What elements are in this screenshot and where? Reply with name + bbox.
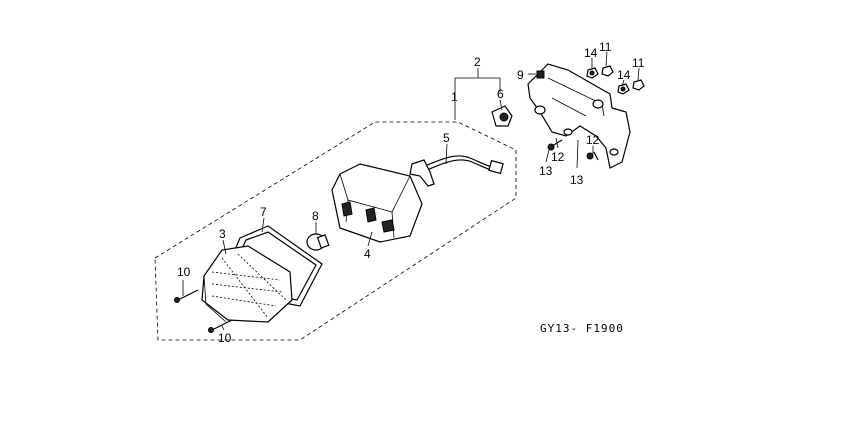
callout-12-left: 12 — [551, 150, 565, 164]
callout-11-left: 11 — [599, 40, 612, 54]
nut-14a — [586, 67, 599, 79]
diagram-code: GY13- F1900 — [540, 322, 624, 335]
callout-9: 9 — [517, 68, 524, 82]
callout-4: 4 — [364, 247, 371, 261]
nut-11b — [632, 79, 645, 91]
callout-5: 5 — [443, 131, 450, 145]
callout-3: 3 — [219, 227, 226, 241]
callout-7: 7 — [260, 205, 267, 219]
callout-8: 8 — [312, 209, 319, 223]
callout-14-right: 14 — [617, 68, 631, 82]
nut-9 — [536, 70, 545, 79]
assembly-boundary — [154, 121, 517, 341]
callout-6: 6 — [497, 87, 504, 101]
nut-11a — [601, 65, 614, 77]
bracket-lines — [454, 68, 501, 120]
callout-13-right: 13 — [570, 173, 584, 187]
callout-14-left: 14 — [584, 46, 598, 60]
mounting-bracket — [527, 63, 631, 169]
screw-upper — [174, 289, 199, 303]
bolt-12a — [547, 139, 563, 151]
leader-lines — [182, 51, 640, 331]
tail-light-housing — [331, 163, 423, 243]
bolt-12b — [586, 151, 599, 161]
callout-1: 1 — [451, 90, 458, 104]
wire-harness — [409, 155, 504, 187]
nut-14b — [617, 83, 630, 95]
callout-12-right: 12 — [586, 133, 600, 147]
callout-10-upper: 10 — [177, 265, 191, 279]
tail-light-lens — [201, 245, 293, 323]
callout-2: 2 — [474, 55, 481, 69]
screw-lower — [208, 319, 233, 333]
callout-10-lower: 10 — [218, 331, 232, 345]
callout-13-left: 13 — [539, 164, 553, 178]
bulb — [306, 233, 330, 251]
bulb-socket — [491, 105, 513, 127]
callout-11-right: 11 — [632, 56, 645, 70]
